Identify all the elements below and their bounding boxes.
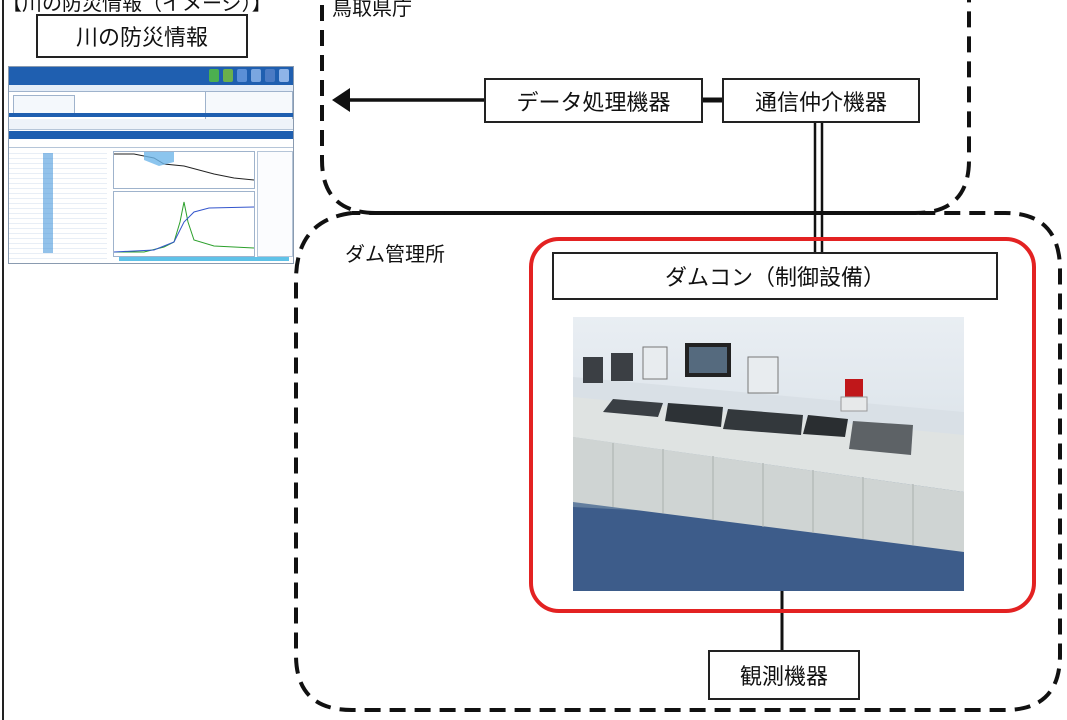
comm-broker-node: 通信仲介機器 bbox=[722, 78, 920, 123]
dam-office-label: ダム管理所 bbox=[345, 242, 445, 266]
damcon-node: ダムコン（制御設備） bbox=[552, 252, 998, 300]
control-console-illustration bbox=[573, 343, 964, 591]
arrow-head bbox=[332, 88, 350, 112]
dam-office-region bbox=[294, 211, 1062, 712]
screenshot-info-panel bbox=[13, 95, 75, 115]
control-room-photo bbox=[573, 317, 964, 591]
screenshot-lower-chart bbox=[113, 191, 255, 257]
observation-node: 観測機器 bbox=[708, 650, 860, 700]
left-frame-line bbox=[2, 0, 4, 720]
screenshot-header bbox=[9, 67, 293, 85]
river-info-node: 川の防災情報 bbox=[36, 14, 248, 58]
top-caption: 【川の防災情報（イメージ）】 bbox=[2, 0, 272, 15]
observation-label: 観測機器 bbox=[739, 665, 828, 690]
damcon-highlight bbox=[529, 237, 1036, 613]
comm-broker-label: 通信仲介機器 bbox=[754, 90, 887, 116]
screenshot-upper-chart bbox=[113, 151, 255, 189]
damcon-label: ダムコン（制御設備） bbox=[664, 266, 885, 291]
river-info-label: 川の防災情報 bbox=[75, 26, 208, 51]
river-info-screenshot bbox=[8, 66, 294, 264]
data-processor-node: データ処理機器 bbox=[484, 78, 703, 123]
prefecture-label: 鳥取県庁 bbox=[332, 0, 412, 20]
data-processor-label: データ処理機器 bbox=[516, 90, 671, 116]
